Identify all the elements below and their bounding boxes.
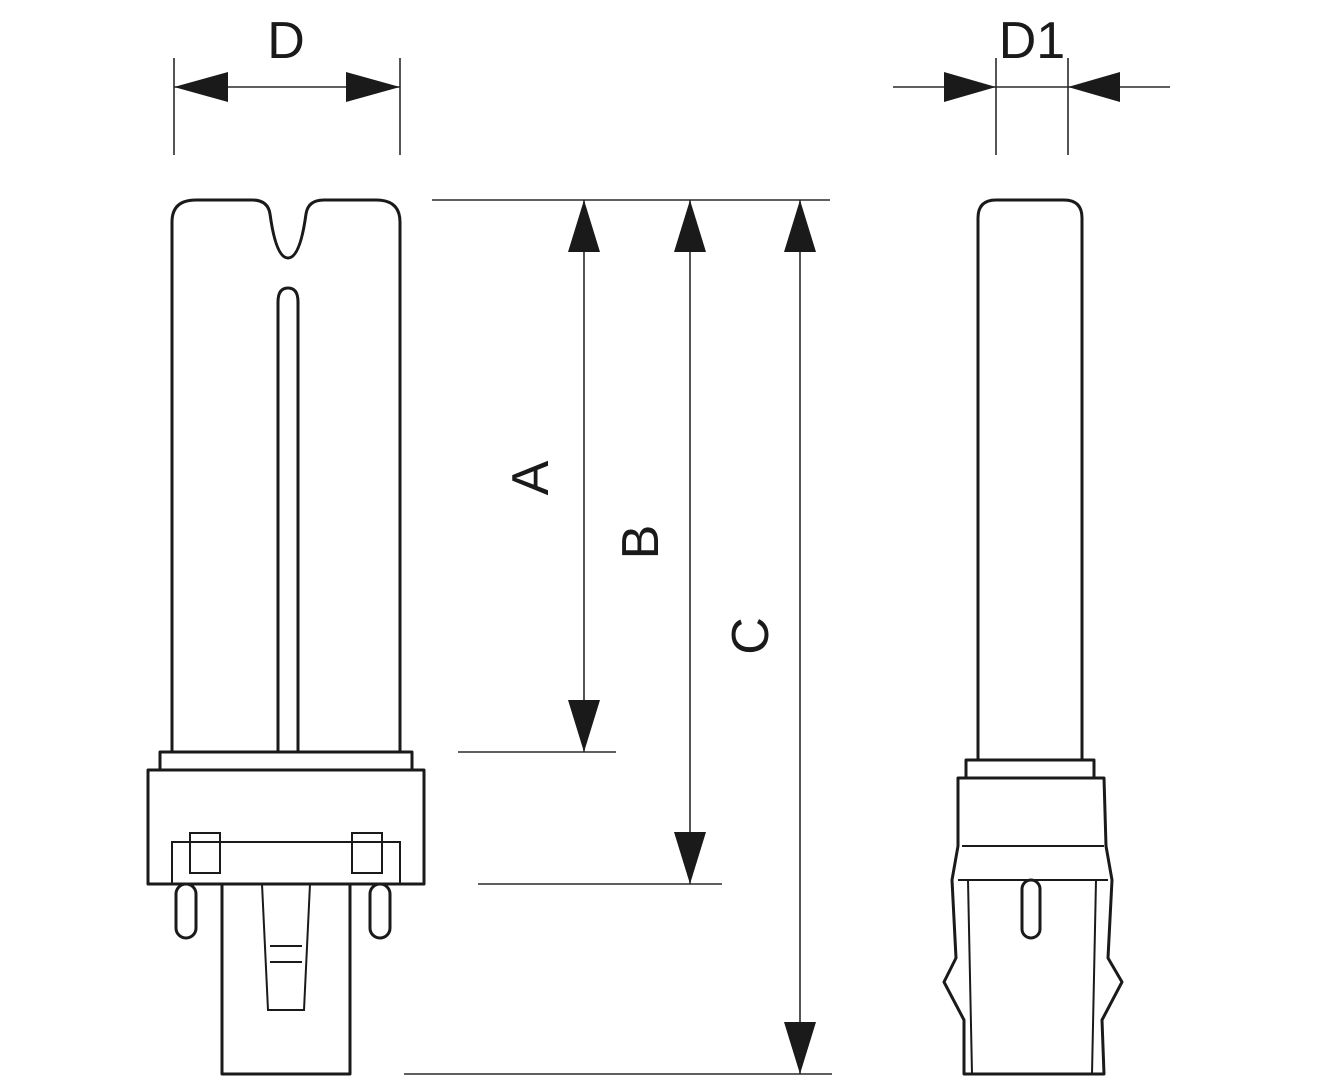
front-tube-gap bbox=[276, 286, 300, 752]
side-tube-outline bbox=[976, 198, 1084, 762]
front-pin-right bbox=[368, 882, 392, 940]
dim-a-label: A bbox=[502, 460, 560, 495]
front-key-detail bbox=[261, 883, 311, 1011]
dimension-d: D bbox=[173, 12, 401, 155]
side-collar bbox=[964, 758, 1096, 780]
front-pin-left bbox=[174, 882, 198, 940]
front-base bbox=[146, 768, 426, 886]
dim-d-arrow-right bbox=[346, 72, 400, 102]
side-base-detail bbox=[967, 879, 1097, 1075]
front-view-lamp bbox=[146, 198, 426, 1076]
dimension-c: C bbox=[722, 200, 816, 1074]
dim-c-label: C bbox=[722, 617, 780, 655]
dim-d-label: D bbox=[267, 12, 305, 70]
dimension-b: B bbox=[612, 200, 706, 884]
dimension-d1: D1 bbox=[893, 12, 1170, 155]
front-collar bbox=[158, 750, 414, 772]
dim-a-arrow-top bbox=[568, 200, 600, 252]
dim-a-arrow-bottom bbox=[568, 700, 600, 752]
dim-c-arrow-bottom bbox=[784, 1022, 816, 1074]
dim-b-arrow-bottom bbox=[674, 832, 706, 884]
dim-c-arrow-top bbox=[784, 200, 816, 252]
side-view-lamp bbox=[942, 198, 1124, 1076]
dim-d1-label: D1 bbox=[999, 12, 1065, 70]
side-pin bbox=[1020, 878, 1042, 940]
dim-b-label: B bbox=[612, 525, 670, 560]
dimension-extension-lines bbox=[404, 199, 832, 1075]
dim-b-arrow-top bbox=[674, 200, 706, 252]
front-key-stem bbox=[220, 882, 352, 1076]
dim-d1-arrow-left bbox=[944, 72, 996, 102]
front-clip-right bbox=[351, 832, 383, 874]
dimension-a: A bbox=[502, 200, 600, 752]
front-base-detail bbox=[171, 841, 401, 884]
dim-d1-arrow-right bbox=[1068, 72, 1120, 102]
dim-d-arrow-left bbox=[174, 72, 228, 102]
front-clip-left bbox=[189, 832, 221, 874]
